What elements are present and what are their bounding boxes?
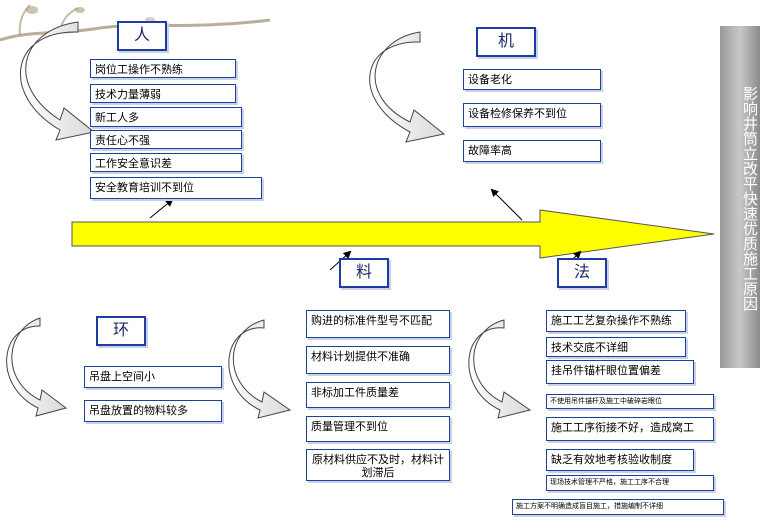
fa-item-small: 不使用吊件锚杆及施工中破碎岩眼位 (546, 394, 714, 409)
ren-item: 工作安全意识差 (90, 153, 242, 172)
liao-item: 购进的标准件型号不匹配 (306, 310, 450, 338)
ren-item: 技术力量薄弱 (90, 84, 236, 103)
fa-item: 施工工艺复杂操作不熟练 (546, 310, 686, 332)
curved-arrow-fa (468, 319, 532, 419)
category-fa: 法 (557, 258, 607, 288)
category-ren: 人 (117, 21, 167, 51)
fa-item: 挂吊件锚杆眼位置偏差 (546, 360, 694, 384)
fa-item: 技术交底不详细 (546, 337, 686, 357)
huan-item: 吊盘放置的物料较多 (84, 400, 222, 422)
curved-arrow-huan (6, 317, 68, 417)
main-spine-arrow (71, 209, 715, 259)
connector-ji (490, 188, 523, 221)
ren-item: 责任心不强 (90, 130, 242, 149)
huan-item: 吊盘上空间小 (84, 366, 222, 388)
ji-item: 故障率高 (463, 140, 601, 162)
connector-ren (149, 198, 174, 219)
liao-item: 原材料供应不及时，材料计划滞后 (306, 449, 450, 481)
ji-item: 设备老化 (463, 69, 601, 90)
liao-item: 非标加工件质量差 (306, 382, 450, 408)
fa-item: 施工工序衔接不好，造成窝工 (546, 417, 714, 441)
title-sidebar: 影响井筒立改平快速优质施工原因 (720, 26, 760, 368)
ren-item: 安全教育培训不到位 (90, 177, 262, 199)
curved-arrow-liao (228, 319, 292, 419)
category-huan: 环 (96, 316, 146, 346)
fa-item: 缺乏有效地考核验收制度 (546, 449, 694, 471)
liao-item: 材料计划提供不准确 (306, 346, 450, 374)
curved-arrow-ren (20, 21, 96, 141)
curved-arrow-ji (369, 31, 446, 143)
ji-item: 设备检修保养不到位 (463, 103, 601, 127)
category-ji: 机 (476, 27, 536, 57)
sidebar-title: 影响井筒立改平快速优质施工原因 (741, 85, 759, 311)
ren-item: 岗位工操作不熟练 (90, 59, 236, 78)
fa-item-small: 施工方案不明确造成盲目施工，措施编制不详细 (512, 499, 724, 515)
category-liao: 料 (339, 258, 389, 288)
fa-item-small: 现场技术管理不严格，施工工序不合理 (546, 475, 714, 491)
liao-item: 质量管理不到位 (306, 416, 450, 442)
ren-item: 新工人多 (90, 107, 242, 127)
